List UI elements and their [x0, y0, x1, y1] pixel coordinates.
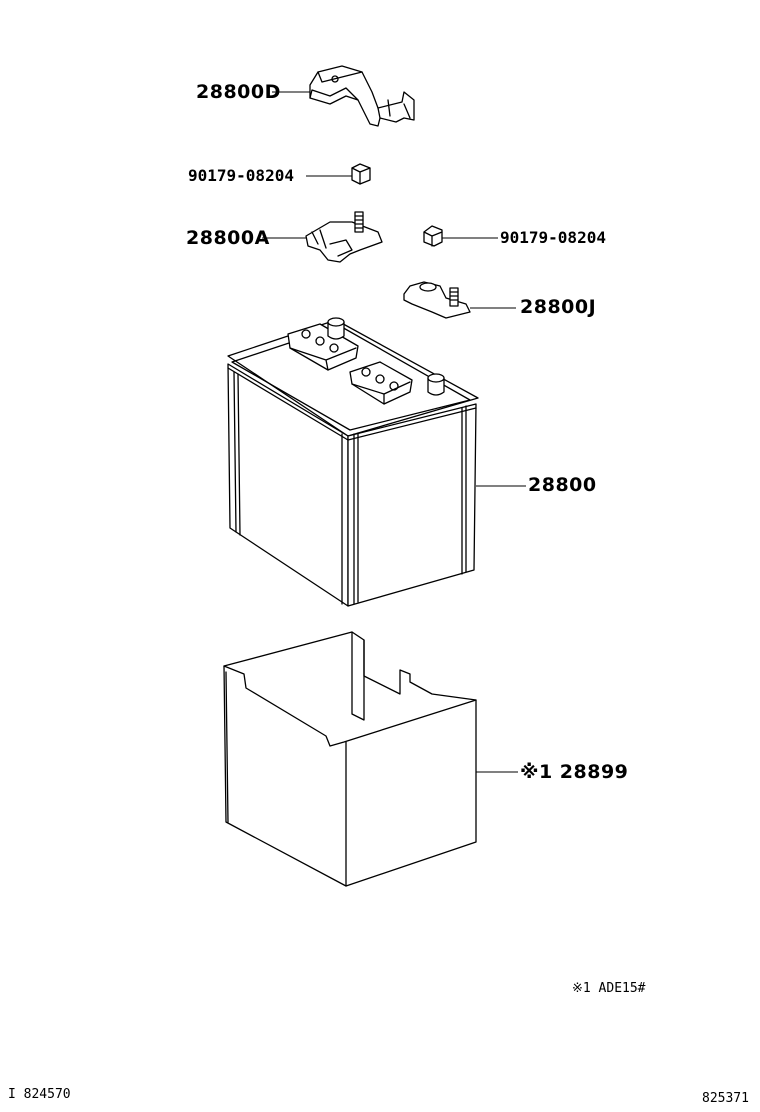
footer-left-code: I 824570: [8, 1087, 71, 1102]
part-label-nut-right: 90179-08204: [500, 228, 606, 247]
part-label-terminal-j: 28800J: [520, 296, 597, 318]
applicability-note: ※1 ADE15#: [572, 981, 646, 996]
battery-tray-part: [223, 631, 518, 887]
part-label-tray: ※1 28899: [520, 761, 629, 783]
part-label-terminal-a: 28800A: [186, 227, 270, 249]
part-label-nut-top: 90179-08204: [188, 166, 294, 185]
nut-right-part: [423, 225, 498, 247]
part-label-clamp-cover: 28800D: [196, 81, 281, 103]
nut-top-part: [306, 163, 371, 185]
battery-part: [227, 317, 526, 607]
part-label-battery: 28800: [528, 474, 597, 496]
footer-right-code: 825371: [702, 1091, 749, 1106]
clamp-cover-part: [272, 65, 415, 127]
terminal-j-part: [403, 281, 516, 319]
terminal-a-part: [262, 211, 383, 263]
